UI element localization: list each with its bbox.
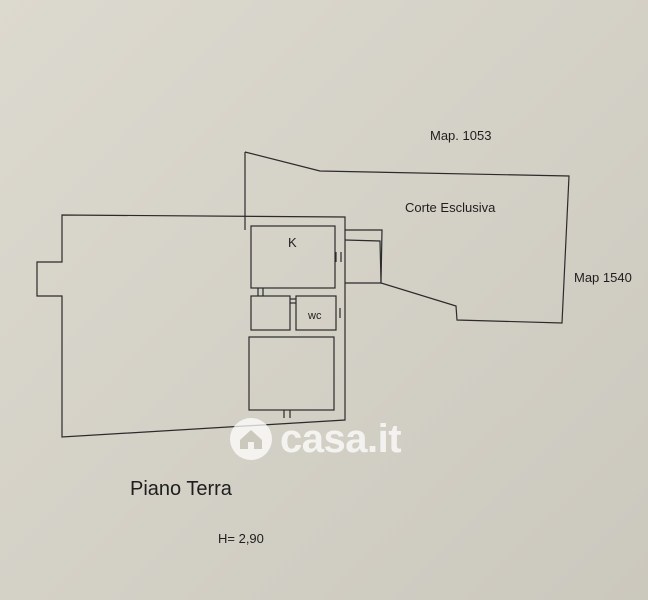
floor-title: Piano Terra xyxy=(130,478,232,500)
living-room xyxy=(248,336,335,411)
wc-room xyxy=(295,295,337,331)
courtyard-label: Corte Esclusiva xyxy=(405,200,496,215)
kitchen-room xyxy=(250,225,336,289)
parcel-label-top: Map. 1053 xyxy=(430,128,492,143)
watermark-text: casa.it xyxy=(280,416,402,461)
building-outline xyxy=(36,214,346,438)
annex-outline xyxy=(344,239,382,284)
parcel-label-right: Map 1540 xyxy=(574,270,632,285)
wc-label: wc xyxy=(308,310,322,322)
courtyard-outline xyxy=(244,151,570,324)
house-icon xyxy=(230,418,272,460)
corridor-room xyxy=(250,295,291,331)
casa-watermark: casa.it xyxy=(228,416,402,462)
ceiling-height-label: H= 2,90 xyxy=(218,531,264,546)
kitchen-label: K xyxy=(288,235,297,250)
